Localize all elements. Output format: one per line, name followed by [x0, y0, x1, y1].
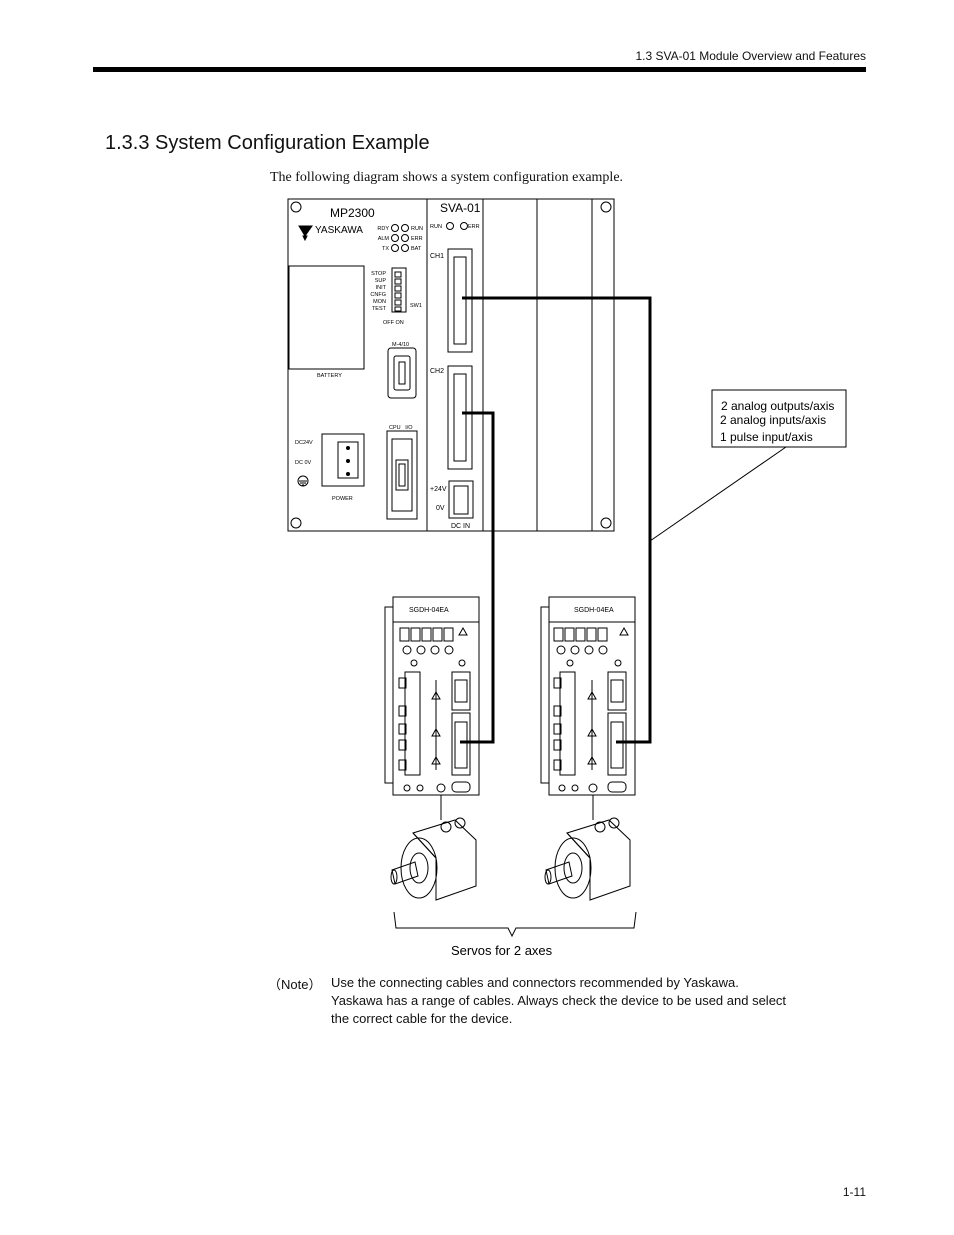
- power-label: POWER: [332, 496, 353, 502]
- led-label-alm: ALM: [378, 236, 390, 242]
- callout-box: [711, 389, 847, 448]
- m-port-connector: [387, 347, 417, 399]
- cable-ch2-to-servo-1: [460, 411, 495, 744]
- header-rule: [93, 67, 866, 72]
- note-body: Use the connecting cables and connectors…: [331, 974, 786, 1028]
- switch-name: SW1: [410, 303, 422, 309]
- section-title: 1.3.3 System Configuration Example: [105, 132, 430, 154]
- cable-ch1-to-servo-2: [462, 296, 652, 744]
- battery-label: BATTERY: [317, 373, 342, 379]
- dc24v-label: DC24V: [295, 440, 313, 446]
- led-label-run: RUN: [411, 226, 423, 232]
- ch2-connector: [447, 365, 473, 470]
- callout-line-3: 1 pulse input/axis: [720, 430, 813, 444]
- callout-leader-line: [649, 446, 787, 542]
- sva01-module: [446, 222, 474, 519]
- note-line-1: Use the connecting cables and connectors…: [331, 975, 739, 990]
- servos-caption: Servos for 2 axes: [451, 943, 553, 958]
- yaskawa-logo-icon: [298, 225, 313, 242]
- servo-motor-1: [390, 795, 477, 901]
- switch-label-mon: MON: [373, 299, 386, 305]
- switch-label-init: INIT: [376, 285, 387, 291]
- led-label-rdy: RDY: [377, 226, 389, 232]
- dc-in-label: DC IN: [451, 523, 470, 530]
- switch-label-test: TEST: [372, 306, 387, 312]
- switch-label-sup: SUP: [375, 278, 387, 284]
- led-label-err: ERR: [411, 236, 423, 242]
- led-label-bat: BAT: [411, 246, 422, 252]
- sva01-run-label: RUN: [430, 224, 442, 230]
- running-header: 1.3 SVA-01 Module Overview and Features: [635, 49, 866, 63]
- p24v-label: +24V: [430, 486, 447, 493]
- intro-paragraph: The following diagram shows a system con…: [270, 170, 624, 185]
- switch-label-stop: STOP: [371, 271, 386, 277]
- ground-symbol: [297, 475, 309, 487]
- sva01-label: SVA-01: [440, 201, 481, 215]
- ch2-label: CH2: [430, 368, 444, 375]
- yaskawa-brand: YASKAWA: [315, 225, 363, 236]
- mp2300-unit: [287, 198, 615, 532]
- led-label-tx: TX: [382, 246, 389, 252]
- note-label: （Note）: [268, 977, 322, 992]
- servo-motor-2: [544, 795, 631, 901]
- page-number: 1-11: [842, 1185, 866, 1199]
- cpu-io-label: CPU I/O: [389, 425, 413, 431]
- switch-states: OFF ON: [383, 320, 404, 326]
- callout-line-2: 2 analog inputs/axis: [720, 413, 826, 427]
- mp2300-label: MP2300: [330, 206, 375, 220]
- servos-brace: [393, 911, 637, 938]
- servo-pack-2: [540, 596, 636, 796]
- servo-pack-2-model: SGDH-04EA: [574, 607, 614, 614]
- dip-switch: [391, 267, 407, 313]
- servo-pack-1-model: SGDH-04EA: [409, 607, 449, 614]
- sva01-err-label: ERR: [468, 224, 480, 230]
- ch1-connector: [447, 248, 473, 353]
- dc-in-connector: [448, 480, 474, 519]
- ch1-label: CH1: [430, 253, 444, 260]
- power-connector: [321, 433, 365, 487]
- battery-compartment: [288, 265, 365, 370]
- zero-v-label: 0V: [436, 505, 445, 512]
- callout-line-1: 2 analog outputs/axis: [721, 399, 834, 413]
- note-line-3: the correct cable for the device.: [331, 1011, 513, 1026]
- cpu-io-connector: [386, 430, 418, 520]
- switch-label-cnfg: CNFG: [370, 292, 386, 298]
- servo-pack-1: [384, 596, 480, 796]
- note-line-2: Yaskawa has a range of cables. Always ch…: [331, 993, 787, 1008]
- dc0v-label: DC 0V: [295, 460, 312, 466]
- cables: [460, 296, 652, 744]
- m-port-label: M-4/10: [392, 342, 409, 348]
